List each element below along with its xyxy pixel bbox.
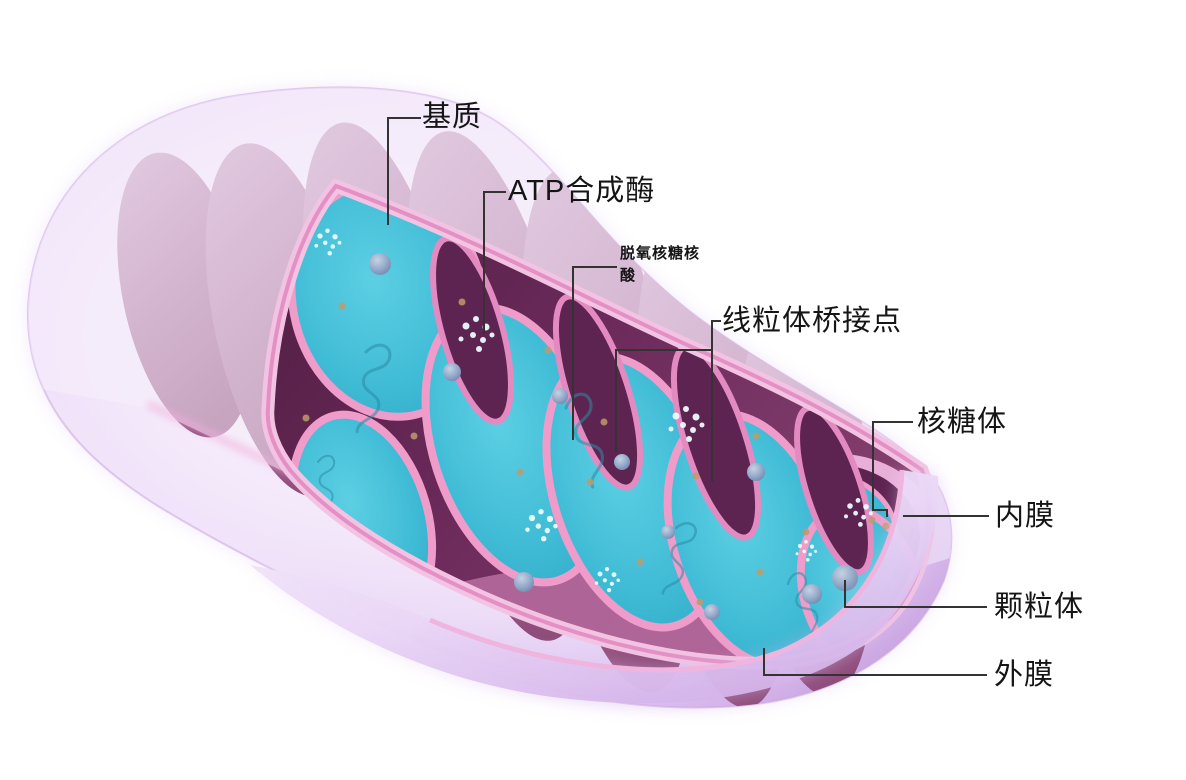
label-atp-synthase: ATP合成酶 [508, 175, 656, 207]
matrix-particles [302, 298, 890, 630]
leader-ribosome [872, 421, 913, 517]
outer-membrane-cut-line [429, 469, 905, 673]
label-matrix: 基质 [422, 101, 483, 133]
label-granule: 颗粒体 [994, 591, 1085, 623]
leader-granule [844, 580, 987, 608]
leader-atp-synthase [483, 191, 506, 334]
label-cristae-junction: 线粒体桥接点 [722, 305, 903, 337]
granule-spheres [344, 253, 858, 620]
leader-cristae-junction [615, 320, 721, 482]
leader-outer-membrane [763, 648, 987, 676]
label-outer-membrane: 外膜 [994, 659, 1055, 691]
leader-dna [572, 266, 617, 440]
outer-membrane-bowl [250, 469, 939, 704]
label-inner-membrane: 内膜 [995, 500, 1056, 532]
label-dna: 脱氧核糖核酸 [620, 245, 701, 284]
cristae-fold-ribbons [430, 235, 874, 576]
leader-matrix [387, 117, 421, 225]
label-ribosome: 核糖体 [917, 406, 1008, 438]
leader-lines [387, 117, 989, 676]
